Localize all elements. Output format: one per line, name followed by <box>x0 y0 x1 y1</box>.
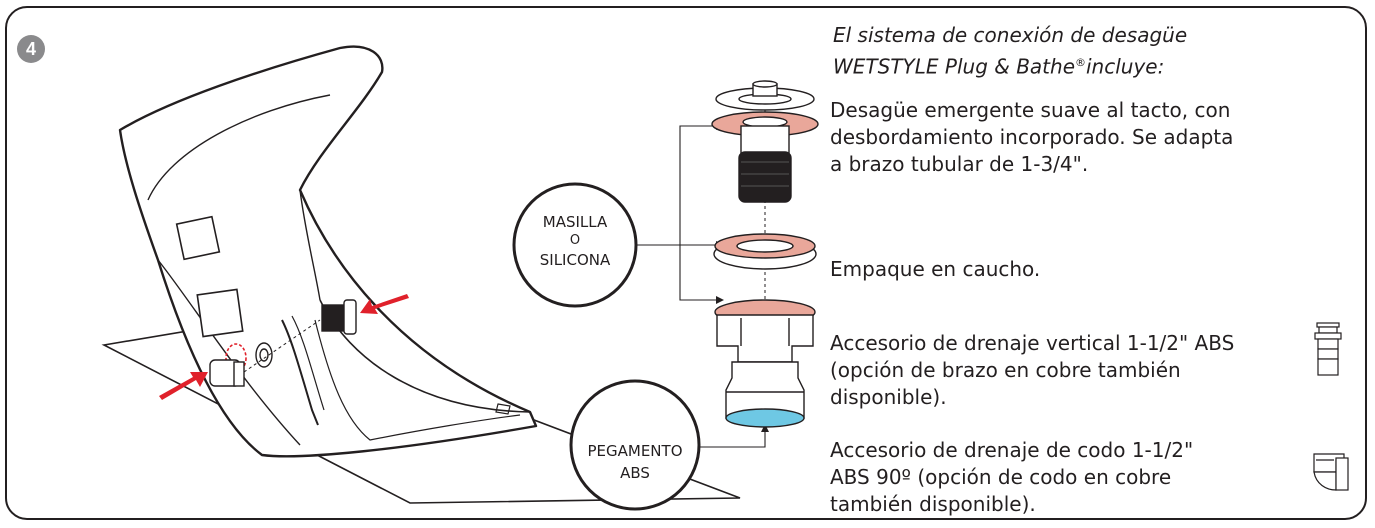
registered-mark: ® <box>1075 56 1086 69</box>
intro-line2-suffix: incluye: <box>1086 54 1165 79</box>
component-line: disponible). <box>830 385 947 409</box>
vertical-drain-fitting-icon <box>1314 322 1342 376</box>
intro-line1: El sistema de conexión de desagüe <box>833 23 1188 47</box>
sealant-callout: MASILLA O SILICONA <box>515 211 635 271</box>
red-arrow-icon <box>159 294 409 400</box>
rubber-gasket-part <box>713 233 817 270</box>
component-line: (opción de brazo en cobre también <box>830 358 1181 382</box>
glue-line1: PEGAMENTO <box>587 442 683 460</box>
component-line: Desagüe emergente suave al tacto, con <box>830 98 1231 122</box>
component-line: ABS 90º (opción de codo en cobre <box>830 465 1172 489</box>
sealant-line2: O <box>569 233 581 248</box>
component-line: desbordamiento incorporado. Se adapta <box>830 125 1234 149</box>
threaded-fitting-part <box>321 299 357 335</box>
drain-hole-highlight <box>225 343 247 373</box>
glue-line2: ABS <box>620 464 650 482</box>
component-desc-gasket: Empaque en caucho. <box>830 256 1040 283</box>
intro-text: El sistema de conexión de desagüe WETSTY… <box>833 22 1273 81</box>
component-desc-vertical-fitting: Accesorio de drenaje vertical 1-1/2" ABS… <box>830 330 1234 411</box>
drain-body-part <box>209 359 245 387</box>
component-desc-popup-drain: Desagüe emergente suave al tacto, con de… <box>830 97 1233 178</box>
component-line: Accesorio de drenaje vertical 1-1/2" ABS <box>830 331 1235 355</box>
intro-line2: WETSTYLE Plug & Bathe®incluye: <box>833 49 1273 81</box>
intro-line2-brand: WETSTYLE Plug & Bathe <box>833 54 1075 79</box>
wall-panels <box>175 215 244 338</box>
component-desc-elbow-fitting: Accesorio de drenaje de codo 1-1/2" ABS … <box>830 437 1193 518</box>
sealant-line3: SILICONA <box>539 251 611 269</box>
component-line: también disponible). <box>830 492 1036 516</box>
glue-callout: PEGAMENTO ABS <box>570 440 700 484</box>
tub-body <box>118 45 538 458</box>
callout-leaders <box>636 125 766 448</box>
glue-callout-circle <box>569 379 701 511</box>
component-line: Accesorio de drenaje de codo 1-1/2" <box>830 438 1194 462</box>
instruction-frame <box>5 6 1367 520</box>
component-line: Empaque en caucho. <box>830 257 1041 281</box>
sealant-line1: MASILLA <box>542 213 608 231</box>
popup-drain-part <box>711 80 819 203</box>
component-line: a brazo tubular de 1-3/4". <box>830 152 1089 176</box>
overflow-tube <box>281 319 319 426</box>
step-number-badge: 4 <box>17 35 45 63</box>
elbow-drain-fitting-icon <box>1313 453 1349 491</box>
vertical-drain-fitting-part <box>714 299 816 428</box>
